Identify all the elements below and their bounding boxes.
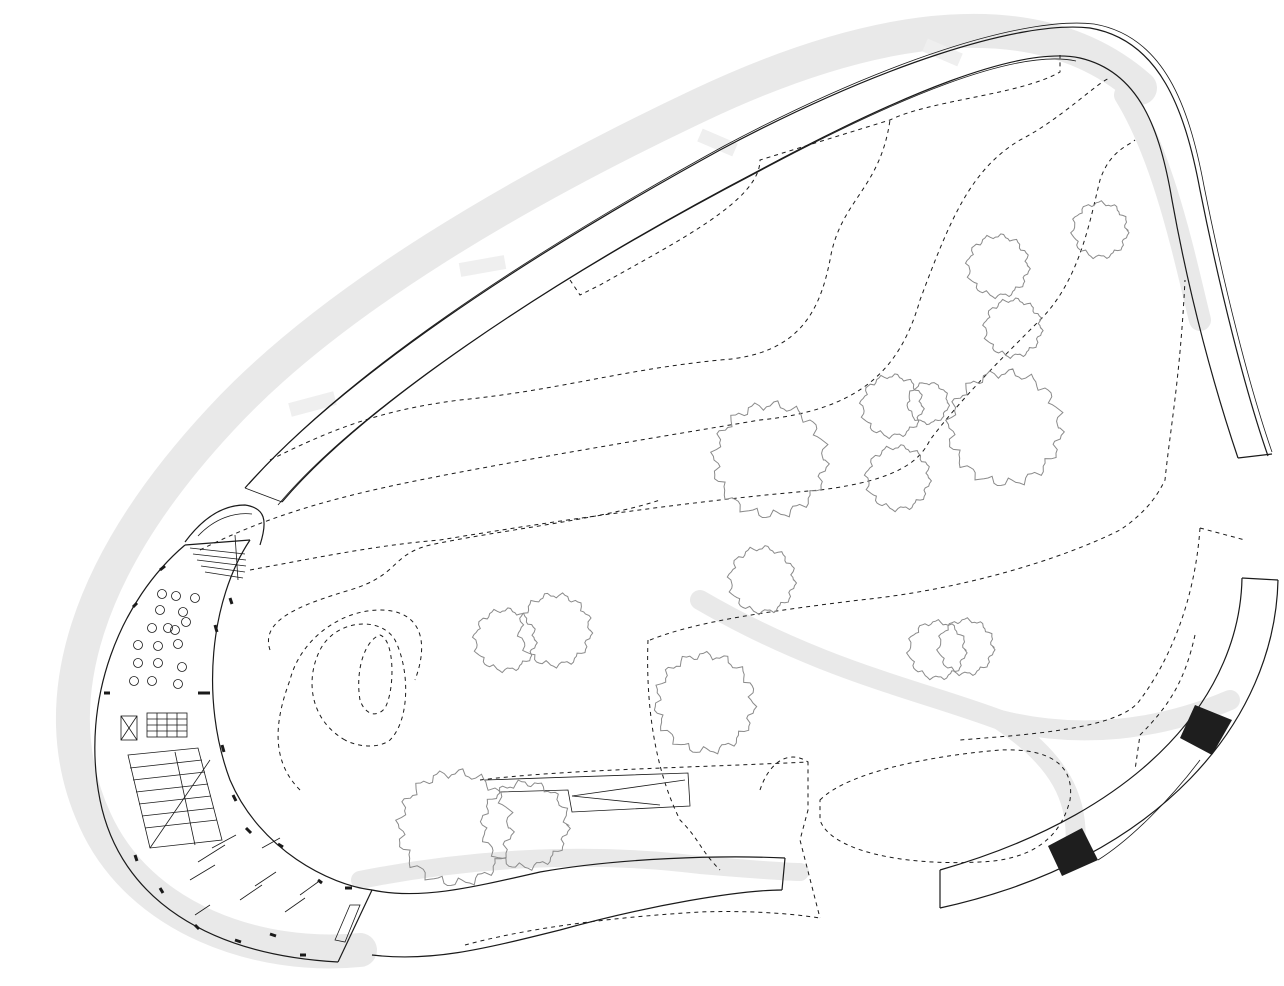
seat bbox=[155, 605, 165, 615]
tree-canopy bbox=[944, 368, 1066, 487]
seat bbox=[133, 640, 143, 650]
tree-canopy bbox=[653, 650, 758, 755]
seat bbox=[173, 639, 183, 649]
garden-pier bbox=[484, 772, 691, 813]
seat bbox=[177, 662, 187, 672]
column-tick bbox=[220, 744, 226, 753]
elevator-core bbox=[120, 715, 138, 741]
seat bbox=[178, 607, 188, 617]
main-building bbox=[94, 504, 373, 963]
column-tick bbox=[213, 624, 219, 633]
trees bbox=[394, 200, 1130, 887]
seat bbox=[163, 623, 173, 633]
core-stair bbox=[146, 712, 188, 738]
column-tick bbox=[131, 601, 139, 609]
column-tick bbox=[277, 842, 284, 849]
column-tick bbox=[317, 878, 323, 885]
seat bbox=[181, 617, 191, 627]
seat bbox=[190, 593, 200, 603]
seat bbox=[129, 676, 139, 686]
column-tick bbox=[269, 932, 277, 938]
facade-fins bbox=[189, 834, 319, 916]
tree-canopy bbox=[394, 768, 516, 887]
tree-canopy bbox=[479, 779, 571, 871]
tree-canopy bbox=[982, 297, 1044, 360]
column-tick bbox=[133, 854, 139, 862]
tree-canopy bbox=[858, 373, 925, 440]
tree-canopy bbox=[1070, 200, 1130, 260]
seat bbox=[133, 658, 143, 668]
solid-block-upper bbox=[1180, 705, 1232, 755]
seat bbox=[171, 591, 181, 601]
facade-columns bbox=[104, 564, 352, 957]
tree-canopy bbox=[964, 233, 1031, 300]
upper-stair bbox=[189, 534, 247, 581]
tree-canopy bbox=[709, 400, 831, 519]
column-tick bbox=[244, 826, 253, 835]
tree-canopy bbox=[471, 607, 538, 674]
seating-grid bbox=[129, 589, 200, 689]
column-tick bbox=[228, 597, 234, 605]
seat bbox=[157, 589, 167, 599]
shadow-band bbox=[55, 13, 1240, 969]
tree-canopy bbox=[863, 444, 933, 513]
tree-canopy bbox=[936, 617, 996, 677]
column-tick bbox=[231, 794, 238, 802]
tree-canopy bbox=[726, 545, 798, 616]
tree-canopy bbox=[905, 618, 968, 681]
canopy-band bbox=[244, 22, 1273, 506]
column-tick bbox=[234, 938, 242, 944]
contour-lines bbox=[199, 55, 1246, 919]
seat bbox=[153, 641, 163, 651]
lower-walkway bbox=[371, 856, 821, 958]
tree-canopy bbox=[516, 592, 594, 669]
seat bbox=[153, 658, 163, 668]
tree-canopy bbox=[906, 382, 951, 426]
seat bbox=[170, 625, 180, 635]
seat bbox=[147, 623, 157, 633]
east-pavilion bbox=[939, 577, 1279, 909]
grand-stair bbox=[127, 747, 223, 849]
solid-block-lower bbox=[1048, 828, 1098, 876]
column-tick bbox=[159, 564, 166, 572]
column-tick bbox=[158, 887, 165, 894]
seat bbox=[147, 676, 157, 686]
column-tick bbox=[193, 923, 201, 931]
seat bbox=[173, 679, 183, 689]
